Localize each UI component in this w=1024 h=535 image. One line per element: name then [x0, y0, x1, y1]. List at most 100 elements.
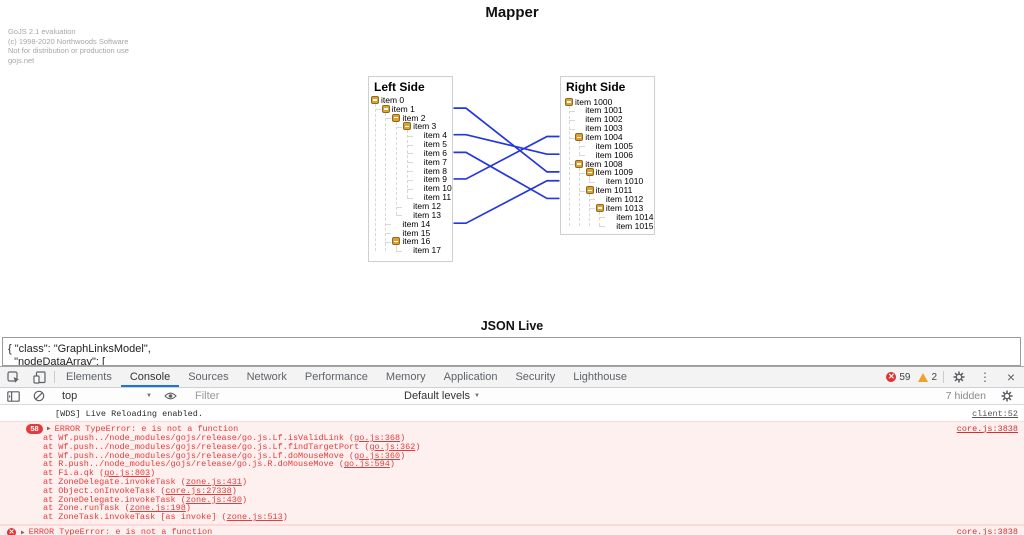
tree-connector: [385, 118, 392, 119]
collapse-icon[interactable]: [585, 186, 594, 195]
tree-node-label: item 14: [402, 218, 431, 229]
error-source-link[interactable]: core.js:3838: [956, 423, 1018, 434]
tree-node-label: item 12: [413, 201, 441, 211]
stack-frame-link[interactable]: zone.js:513: [226, 512, 283, 523]
tab-sources[interactable]: Sources: [188, 371, 229, 383]
stack-frame-link[interactable]: zone.js:431: [185, 476, 242, 487]
mapping-link-item-4-to-item-1006[interactable]: [453, 133, 560, 156]
tab-application[interactable]: Application: [443, 371, 498, 383]
stack-frame-link[interactable]: go.js:594: [343, 459, 390, 470]
stack-frame-link[interactable]: zone.js:430: [185, 494, 242, 505]
tree-connector: [395, 250, 402, 252]
tree-node-label: item 13: [413, 209, 441, 220]
json-model-textarea[interactable]: { "class": "GraphLinksModel", "nodeDataA…: [2, 337, 1021, 366]
watermark-line: GoJS 2.1 evaluation: [8, 27, 76, 36]
stack-frame-link[interactable]: go.js:368: [354, 433, 401, 443]
stack-frame: at R.push../node_modules/gojs/release/go…: [43, 459, 395, 470]
collapse-icon[interactable]: [392, 113, 401, 122]
stack-frame: at Object.onInvokeTask (core.js:27338): [43, 485, 237, 496]
collapse-icon[interactable]: [575, 133, 584, 141]
tree-connector: [568, 105, 570, 226]
mapping-link-item-9-to-item-1004[interactable]: [453, 135, 560, 180]
tree-connector: [589, 176, 591, 182]
tab-memory[interactable]: Memory: [385, 371, 426, 383]
collapse-icon[interactable]: [585, 168, 594, 177]
error-text: ERROR TypeError: e is not a function: [28, 527, 213, 535]
tree-connector: [589, 208, 596, 210]
tree-node-label: item 6: [423, 147, 447, 158]
tree-connector: [599, 217, 606, 219]
tab-console[interactable]: Console: [120, 367, 180, 387]
stack-frame: at ZoneTask.invokeTask [as invoke] (zone…: [43, 512, 288, 523]
tree-connector: [385, 241, 392, 243]
tree-connector: [578, 155, 585, 157]
collapse-icon[interactable]: [392, 237, 401, 246]
inspect-element-icon[interactable]: [0, 367, 26, 387]
collapse-icon[interactable]: [371, 95, 379, 104]
tab-lighthouse[interactable]: Lighthouse: [573, 371, 628, 383]
mapping-link-item-14-to-item-1010[interactable]: [453, 179, 560, 225]
eye-icon[interactable]: [157, 391, 183, 401]
tab-performance[interactable]: Performance: [304, 371, 368, 383]
tree-node-label: item 1001: [585, 105, 623, 116]
devtools-menu-icon[interactable]: ⋮: [979, 370, 991, 384]
tree-connector: [578, 146, 585, 148]
tree-node-label: item 16: [402, 236, 431, 247]
tree-node-label: item 1015: [616, 220, 654, 231]
tree-node-label: item 5: [423, 139, 447, 150]
console-filter-input[interactable]: [188, 390, 393, 402]
tree-node-label: item 1002: [585, 114, 623, 125]
mapping-link-item-6-to-item-1012[interactable]: [453, 151, 560, 200]
tab-network[interactable]: Network: [246, 371, 287, 383]
console-sidebar-icon[interactable]: [0, 390, 26, 402]
page-title: Mapper: [485, 4, 539, 21]
console-settings-icon[interactable]: [994, 390, 1020, 402]
tree-node-label: item 1010: [605, 176, 644, 187]
tree-connector: [406, 135, 413, 137]
log-levels-select[interactable]: Default levels ▼: [404, 390, 480, 402]
device-toolbar-icon[interactable]: [26, 367, 52, 387]
hidden-messages-label[interactable]: 7 hidden: [945, 390, 986, 402]
stack-frame-link[interactable]: go.js:360: [354, 450, 401, 461]
console-error-count[interactable]: ✕ 59: [886, 371, 911, 383]
collapse-icon[interactable]: [381, 104, 390, 113]
javascript-context-select[interactable]: top ▼: [62, 390, 152, 402]
console-warning-count[interactable]: 2: [914, 367, 941, 387]
tree-connector: [406, 162, 413, 164]
mapping-link-item-1-to-item-1009[interactable]: [453, 107, 560, 173]
warning-count-icon: [918, 372, 929, 382]
collapse-icon[interactable]: [575, 159, 584, 168]
devtools-close-icon[interactable]: ×: [1006, 369, 1016, 385]
tree-node-label: item 1012: [605, 193, 644, 204]
expand-arrow-icon[interactable]: ▶: [21, 528, 25, 535]
tree-node-label: item 1003: [585, 123, 623, 134]
tree-connector: [568, 128, 575, 130]
watermark-line: Not for distribution or production use: [8, 46, 129, 55]
stack-frame-link[interactable]: zone.js:198: [129, 503, 186, 514]
tree-connector: [589, 199, 596, 201]
devtools-settings-icon[interactable]: [946, 367, 972, 387]
stack-frame-link[interactable]: core.js:27338: [165, 485, 232, 496]
tree-node-label: item 1014: [616, 211, 654, 222]
stack-frame-link[interactable]: go.js:362: [369, 441, 416, 452]
collapse-icon[interactable]: [595, 203, 604, 212]
log-source-link[interactable]: client:52: [972, 408, 1018, 419]
expand-arrow-icon[interactable]: ▶: [47, 425, 51, 432]
tree-connector: [385, 233, 392, 235]
tree-connector: [374, 103, 376, 251]
clear-console-icon[interactable]: [26, 390, 52, 402]
left-tree-title: Left Side: [374, 80, 425, 94]
console-log-row: [WDS] Live Reloading enabled. client:52: [0, 406, 1024, 421]
tree-node-label: item 9: [423, 174, 447, 185]
tab-security[interactable]: Security: [515, 371, 556, 383]
stack-frame-link[interactable]: go.js:803: [104, 468, 151, 479]
error-source-link[interactable]: core.js:3838: [956, 527, 1018, 535]
error-text: ERROR TypeError: e is not a function: [54, 423, 239, 434]
collapse-icon[interactable]: [403, 122, 412, 131]
tab-elements[interactable]: Elements: [66, 371, 112, 383]
collapse-icon[interactable]: [565, 97, 573, 106]
